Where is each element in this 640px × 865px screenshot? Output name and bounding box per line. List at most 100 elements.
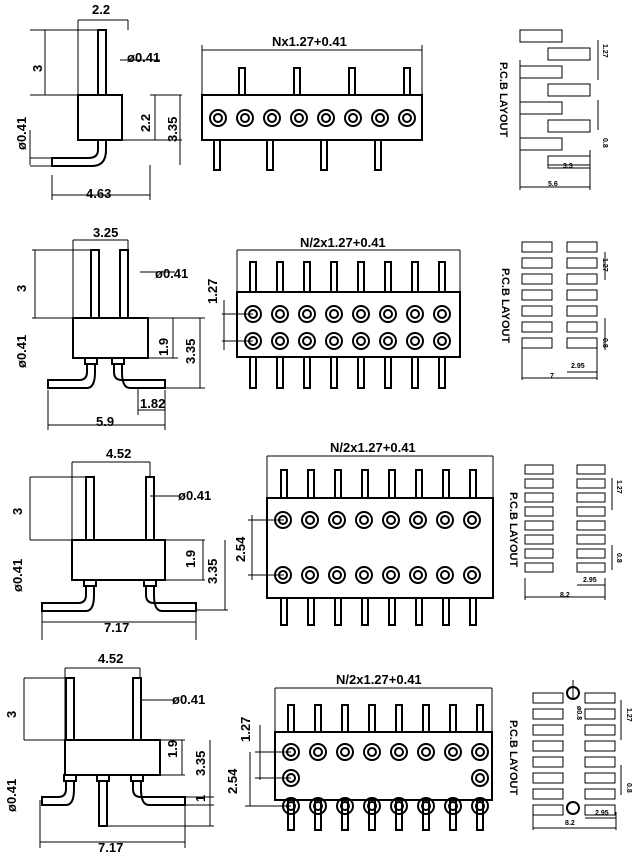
- dim-label: ø0.41: [14, 117, 29, 150]
- pcb-pad: [521, 241, 553, 253]
- dim-label: 5.9: [96, 414, 114, 429]
- dim-label: 3: [14, 285, 29, 292]
- pin-hole: [325, 305, 343, 323]
- pcb-pad: [519, 65, 563, 79]
- pin-hole-inner: [475, 747, 485, 757]
- pin: [249, 356, 257, 389]
- pin-hole: [382, 566, 400, 584]
- pin-hole-inner: [402, 113, 412, 123]
- pcb-layout-label: P.C.B LAYOUT: [499, 268, 511, 343]
- pin: [145, 476, 155, 541]
- pcb-pad: [566, 289, 598, 301]
- pin-base: [143, 579, 157, 587]
- pin: [90, 249, 100, 319]
- pin-hole: [363, 743, 381, 761]
- pin-hole: [390, 743, 408, 761]
- dim-label: 8.2: [565, 820, 575, 827]
- pin-hole: [209, 109, 227, 127]
- pin-hole: [309, 797, 327, 815]
- dim-label: 1.27: [625, 708, 632, 722]
- dim-label: 2.54: [225, 768, 240, 794]
- pin: [287, 799, 295, 831]
- pin-hole-inner: [302, 309, 312, 319]
- pin-hole-inner: [386, 570, 396, 580]
- pin-hole: [436, 511, 454, 529]
- pin-base: [84, 357, 98, 365]
- insulator-body: [77, 94, 123, 141]
- pin-hole-inner: [275, 309, 285, 319]
- pin: [395, 799, 403, 831]
- pin: [334, 469, 342, 499]
- pcb-pad: [524, 562, 554, 573]
- pin: [330, 356, 338, 389]
- pin-hole: [236, 109, 254, 127]
- pin-hole: [433, 332, 451, 350]
- dim-label: 7: [550, 373, 554, 380]
- pin: [403, 67, 411, 96]
- pin-hole: [355, 566, 373, 584]
- pin-hole: [355, 511, 373, 529]
- pcb-pad: [524, 548, 554, 559]
- pcb-pad: [566, 273, 598, 285]
- pin: [388, 597, 396, 626]
- pin-hole-inner: [321, 113, 331, 123]
- dim-label: 1.27: [205, 279, 220, 304]
- pin-hole: [390, 797, 408, 815]
- dim-label: N/2x1.27+0.41: [336, 672, 422, 687]
- dim-label: 0.8: [625, 783, 632, 793]
- pin-hole: [309, 743, 327, 761]
- pin-hole: [444, 797, 462, 815]
- bent-pin: [41, 781, 75, 806]
- pin-hole-inner: [313, 747, 323, 757]
- pcb-pad: [576, 478, 606, 489]
- dim-label: 3: [10, 508, 25, 515]
- pin-hole: [352, 305, 370, 323]
- pcb-pad: [521, 321, 553, 333]
- pin-base: [130, 774, 144, 782]
- pin-hole: [371, 109, 389, 127]
- pin-hole-inner: [440, 515, 450, 525]
- pcb-pad: [532, 788, 564, 800]
- pin-hole-inner: [348, 113, 358, 123]
- pin-hole: [409, 566, 427, 584]
- pcb-pad: [521, 337, 553, 349]
- pcb-pad: [566, 305, 598, 317]
- pcb-pad: [532, 772, 564, 784]
- pcb-pad: [532, 708, 564, 720]
- dim-label: 1.9: [183, 550, 198, 568]
- pin: [422, 799, 430, 831]
- dim-label: ø0.41: [14, 335, 29, 368]
- pin-hole-inner: [413, 515, 423, 525]
- pin: [249, 261, 257, 293]
- pin-hole-inner: [213, 113, 223, 123]
- pin-hole: [352, 332, 370, 350]
- dim-label: 1.27: [238, 717, 253, 742]
- dim-label: 2.95: [595, 810, 609, 817]
- pin: [280, 469, 288, 499]
- dim-label: 3: [4, 711, 19, 718]
- pin-hole-inner: [410, 336, 420, 346]
- pin: [384, 261, 392, 293]
- pin-hole: [409, 511, 427, 529]
- pin-hole: [336, 797, 354, 815]
- dim-label: N/2x1.27+0.41: [300, 235, 386, 250]
- pin-hole: [298, 305, 316, 323]
- pin-hole-inner: [267, 113, 277, 123]
- pcb-pad: [524, 464, 554, 475]
- pcb-pad: [566, 321, 598, 333]
- pin-hole: [379, 305, 397, 323]
- pin-hole: [290, 109, 308, 127]
- pin-hole: [417, 797, 435, 815]
- pcb-pad: [566, 337, 598, 349]
- pcb-pad: [584, 724, 616, 736]
- pcb-pad: [566, 241, 598, 253]
- pin: [276, 356, 284, 389]
- pcb-pad: [519, 29, 563, 43]
- pcb-pad: [532, 692, 564, 704]
- bent-pin: [113, 364, 166, 389]
- pin: [287, 704, 295, 733]
- pin: [374, 139, 382, 171]
- dim-label: 3.35: [205, 559, 220, 584]
- pin-hole-inner: [410, 309, 420, 319]
